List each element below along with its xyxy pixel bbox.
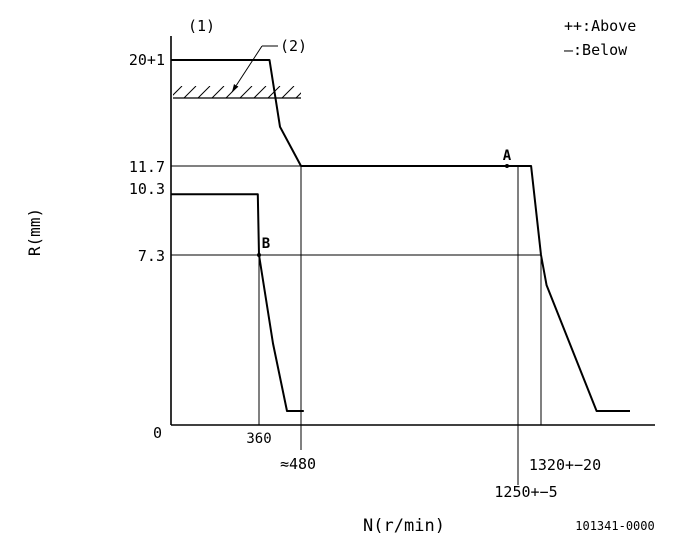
callout-2-arrowhead (232, 84, 238, 92)
y-tick-11-7: 11.7 (129, 158, 165, 176)
legend-below: —:Below (564, 41, 628, 59)
lower-governor-curve (171, 193, 304, 412)
y-tick-10-3: 10.3 (129, 180, 165, 198)
legend-above: ++:Above (564, 17, 636, 35)
hatched-limit-band (173, 86, 301, 99)
y-axis-title: R(mm) (25, 208, 44, 256)
point-a-marker (505, 164, 509, 168)
x-axis-title: N(r/min) (363, 516, 445, 536)
callout-1-label: (1) (188, 17, 215, 35)
x-tick-1320: 1320+−20 (529, 456, 601, 474)
y-tick-0: 0 (153, 424, 162, 442)
callout-2-label: (2) (280, 37, 307, 55)
x-tick-480: ≈480 (280, 455, 316, 473)
y-tick-7-3: 7.3 (138, 247, 165, 265)
callout-2-arrow (231, 45, 263, 93)
point-b-label: B (262, 236, 270, 252)
y-tick-20: 20+1 (129, 51, 165, 69)
x-tick-1250: 1250+−5 (494, 483, 557, 501)
point-a-label: A (503, 148, 512, 164)
figure-id: 101341-0000 (575, 519, 654, 533)
upper-governor-curve (171, 59, 630, 412)
point-b-marker (257, 253, 261, 257)
x-tick-360: 360 (246, 431, 271, 447)
